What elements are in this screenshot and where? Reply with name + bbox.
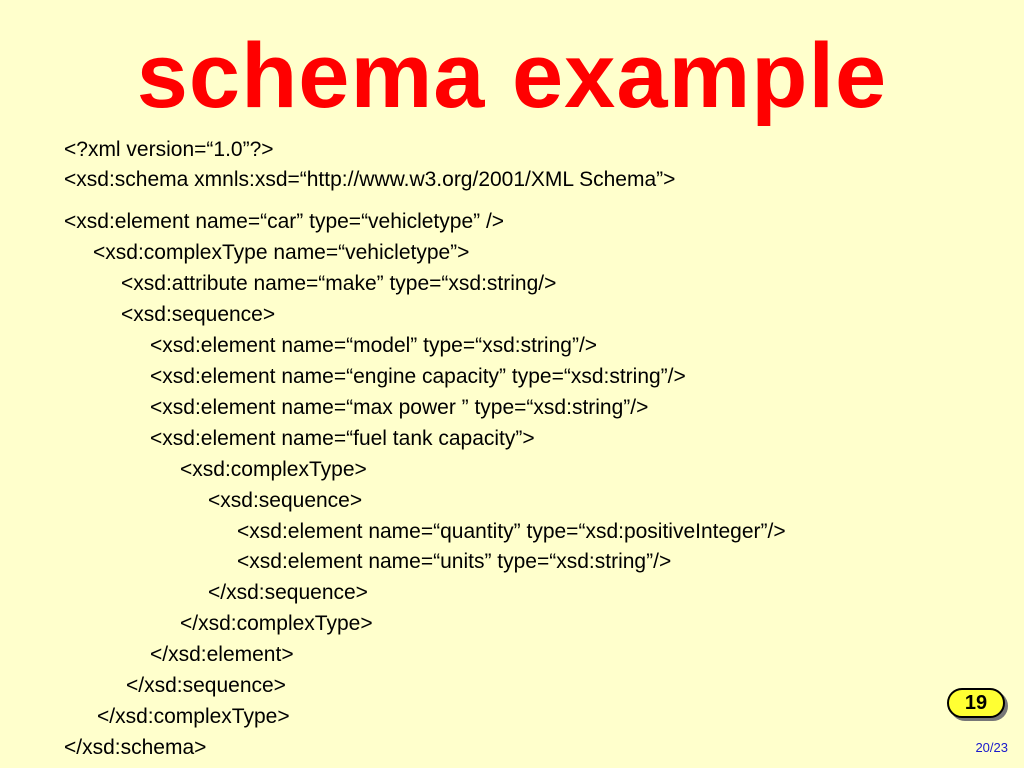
code-line: <xsd:element name=“model” type=“xsd:stri… <box>150 334 598 357</box>
code-line: <xsd:element name=“engine capacity” type… <box>150 365 686 388</box>
code-line: <xsd:complexType> <box>180 458 367 481</box>
code-line: <xsd:schema xmnls:xsd=“http://www.w3.org… <box>64 168 676 191</box>
code-line: <xsd:sequence> <box>121 303 276 326</box>
code-line: <xsd:element name=“units” type=“xsd:stri… <box>237 550 672 573</box>
code-line: </xsd:element> <box>150 643 294 666</box>
code-line: <xsd:sequence> <box>208 489 363 512</box>
code-line: </xsd:schema> <box>64 736 207 759</box>
code-line: <xsd:complexType name=“vehicletype”> <box>93 241 470 264</box>
code-line: <xsd:element name=“fuel tank capacity”> <box>150 427 535 450</box>
code-line: <xsd:attribute name=“make” type=“xsd:str… <box>121 272 557 295</box>
code-line: <xsd:element name=“max power ” type=“xsd… <box>150 396 649 419</box>
code-line: </xsd:sequence> <box>208 581 368 604</box>
code-line: </xsd:complexType> <box>180 612 373 635</box>
code-line: </xsd:sequence> <box>126 674 286 697</box>
code-line: <?xml version=“1.0”?> <box>64 138 274 161</box>
code-line: <xsd:element name=“quantity” type=“xsd:p… <box>237 520 786 543</box>
slide-title: schema example <box>136 25 888 127</box>
page-counter: 20/23 <box>975 740 1008 755</box>
slide-number-badge: 19 <box>947 688 1005 718</box>
code-line: </xsd:complexType> <box>97 705 290 728</box>
code-line: <xsd:element name=“car” type=“vehicletyp… <box>64 210 505 233</box>
